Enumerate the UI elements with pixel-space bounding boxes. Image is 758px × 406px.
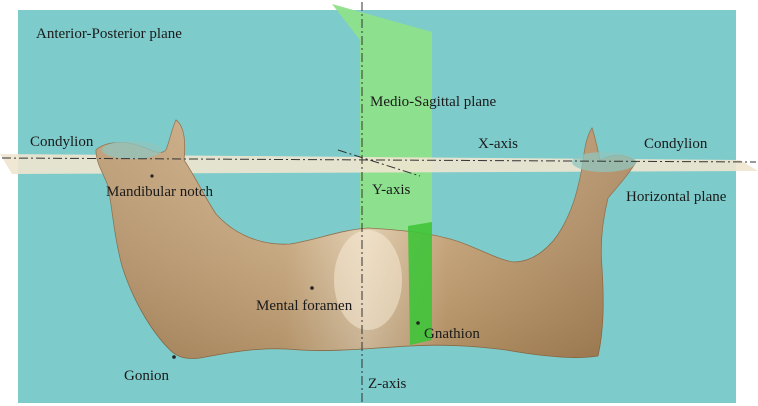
y-axis-label: Y-axis (372, 182, 410, 198)
gonion-label: Gonion (124, 368, 170, 384)
right-condyle (572, 152, 636, 172)
left-condyle (102, 141, 162, 159)
mental-foramen-point (310, 286, 314, 290)
condylion-right-label: Condylion (644, 136, 708, 152)
medio-sagittal-plane-label: Medio-Sagittal plane (370, 94, 497, 110)
gonion-point (172, 355, 176, 359)
z-axis-label: Z-axis (368, 376, 406, 392)
mandibular-notch-point (150, 174, 153, 177)
mandibular-notch-label: Mandibular notch (106, 184, 214, 200)
horizontal-plane-label: Horizontal plane (626, 189, 727, 205)
anterior-posterior-plane-label: Anterior-Posterior plane (36, 26, 182, 42)
gnathion-point (416, 321, 420, 325)
condylion-left-label: Condylion (30, 134, 94, 150)
mandible-highlight (334, 230, 402, 330)
x-axis-label: X-axis (478, 136, 518, 152)
gnathion-label: Gnathion (424, 326, 480, 342)
mental-foramen-label: Mental foramen (256, 298, 353, 314)
